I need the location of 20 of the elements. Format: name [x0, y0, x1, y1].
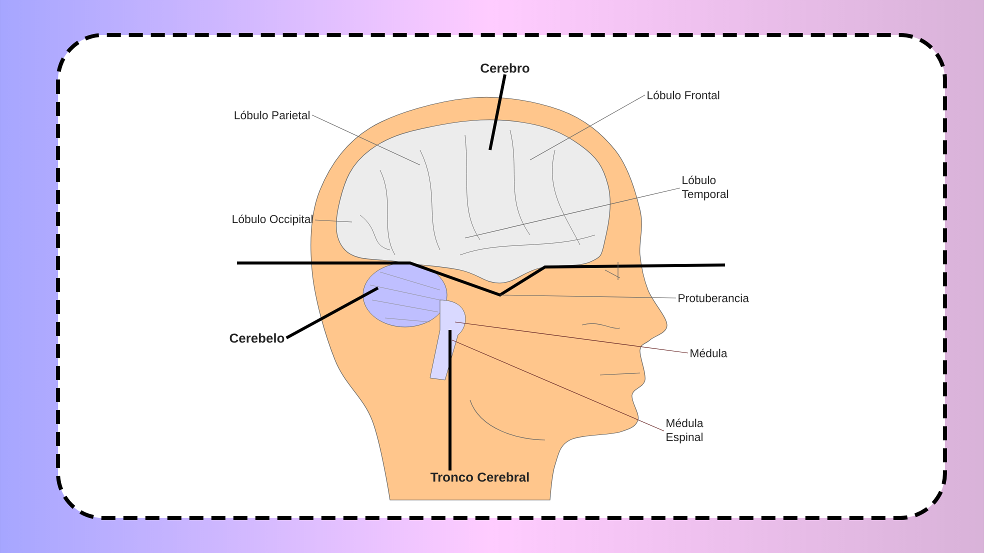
leader-line: [286, 286, 379, 340]
leader-line: [500, 294, 676, 298]
part-label: Tronco Cerebral: [430, 472, 529, 482]
leader-line: [448, 330, 452, 471]
leader-line: [312, 114, 420, 166]
part-label: Lóbulo Occipital: [232, 214, 313, 226]
part-label: Protuberancia: [678, 294, 750, 302]
leader-line: [314, 220, 352, 222]
leader-line: [452, 340, 664, 432]
leader-line: [464, 188, 680, 238]
part-label: Médula Espinal: [666, 418, 704, 444]
part-label: Lóbulo Temporal: [682, 176, 728, 200]
part-label: Lóbulo Frontal: [648, 90, 720, 100]
part-label: Cerebelo: [230, 333, 284, 343]
leader-line: [454, 322, 688, 354]
part-label: Cerebro: [480, 63, 530, 73]
leader-line: [488, 74, 506, 150]
part-label: Médula: [690, 348, 728, 358]
leader-line: [530, 94, 646, 160]
part-label: Lóbulo Parietal: [234, 110, 310, 120]
